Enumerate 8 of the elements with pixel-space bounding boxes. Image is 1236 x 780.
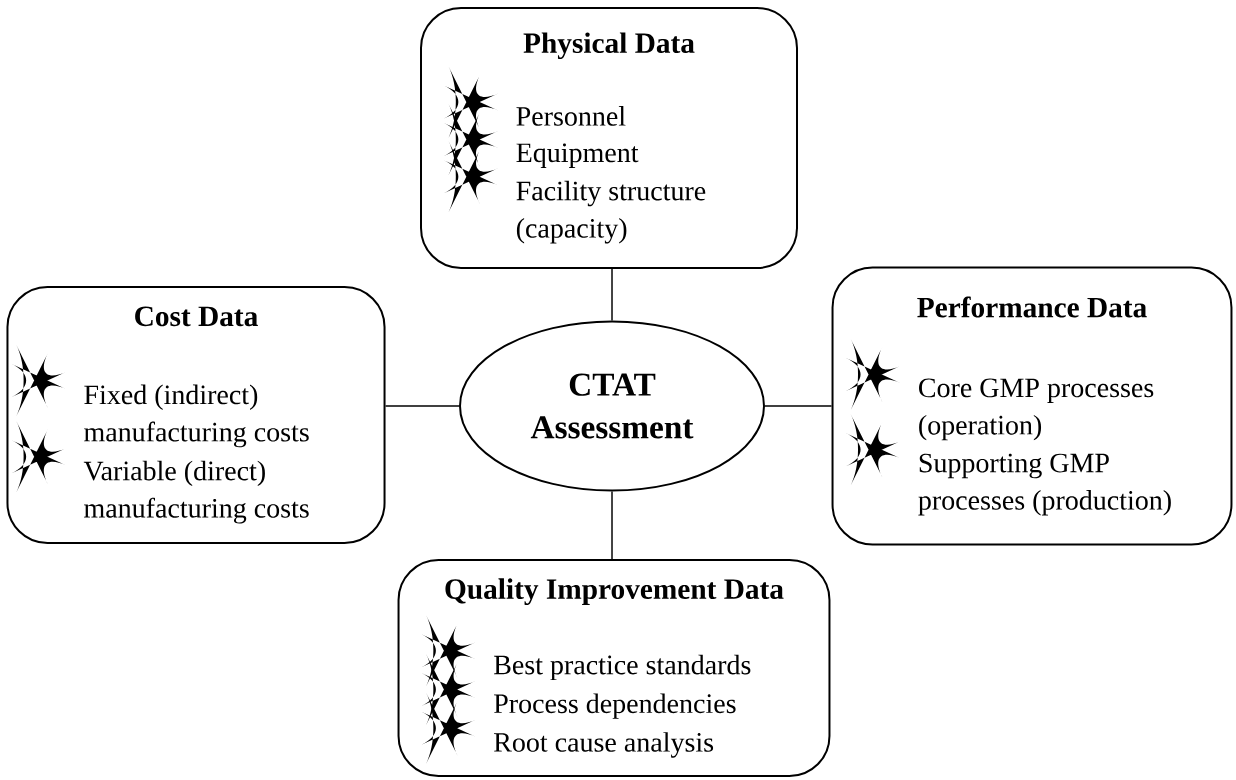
- connector-line: [611, 268, 613, 322]
- connector-line: [611, 490, 613, 560]
- rounded-box: Physical Data Personnel Equipment Facility structure (capacity): [420, 7, 798, 269]
- rounded-box: Quality Improvement Data Best practice standards Process dependencies Root cause analysis: [397, 559, 831, 777]
- rounded-box: Performance Data Core GMP processes (operation) Supporting GMP processes (production): [831, 266, 1233, 546]
- connector-line: [764, 405, 833, 407]
- connector-line: [384, 405, 460, 407]
- rounded-box: Cost Data Fixed (indirect) manufacturing costs Variable (direct) manufacturing costs: [6, 286, 386, 544]
